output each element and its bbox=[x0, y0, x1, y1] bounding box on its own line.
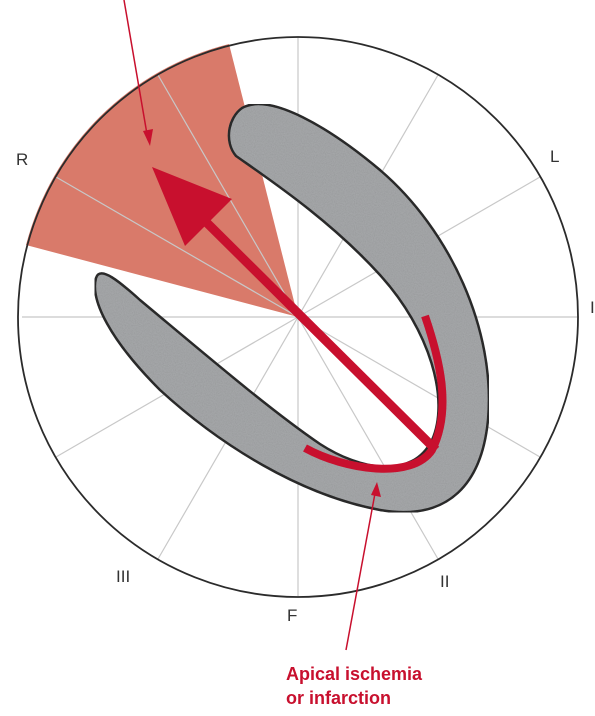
caption-line-2: or infarction bbox=[286, 688, 391, 708]
sector-pointer-line bbox=[123, 0, 149, 141]
lead-label-aVF: F bbox=[287, 606, 297, 625]
left-ventricle-wall bbox=[93, 102, 491, 514]
lead-label-III: III bbox=[116, 567, 130, 586]
reference-circle bbox=[17, 36, 579, 598]
caption-pointer-arrowhead bbox=[371, 482, 381, 497]
sector-pointer-arrowhead bbox=[143, 129, 153, 146]
vector-shaft bbox=[192, 208, 440, 454]
lead-label-aVL: L bbox=[550, 147, 559, 166]
caption-pointer-line bbox=[345, 487, 377, 651]
lead-label-I: I bbox=[590, 298, 595, 317]
lead-label-aVR: R bbox=[16, 150, 28, 169]
mean-qrs-vector bbox=[152, 167, 440, 454]
vector-arrowhead bbox=[152, 167, 232, 246]
caption-line-1: Apical ischemia bbox=[286, 664, 423, 684]
lead-label-II: II bbox=[440, 572, 449, 591]
